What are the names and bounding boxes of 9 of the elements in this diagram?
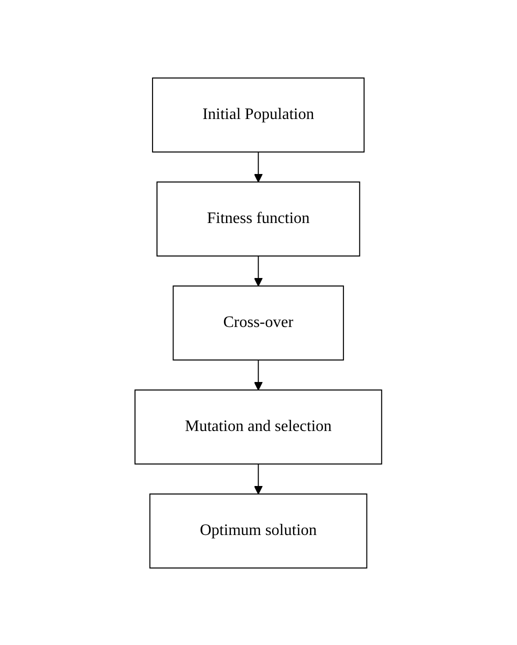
node-box: Cross-over [172, 285, 344, 360]
arrow [254, 151, 263, 182]
node-box: Optimum solution [150, 493, 368, 568]
node-box: Fitness function [156, 181, 360, 256]
arrow [254, 255, 263, 286]
arrow [254, 463, 263, 494]
node-box: Mutation and selection [134, 389, 382, 464]
node-box: Initial Population [152, 77, 365, 152]
arrow [254, 359, 263, 390]
